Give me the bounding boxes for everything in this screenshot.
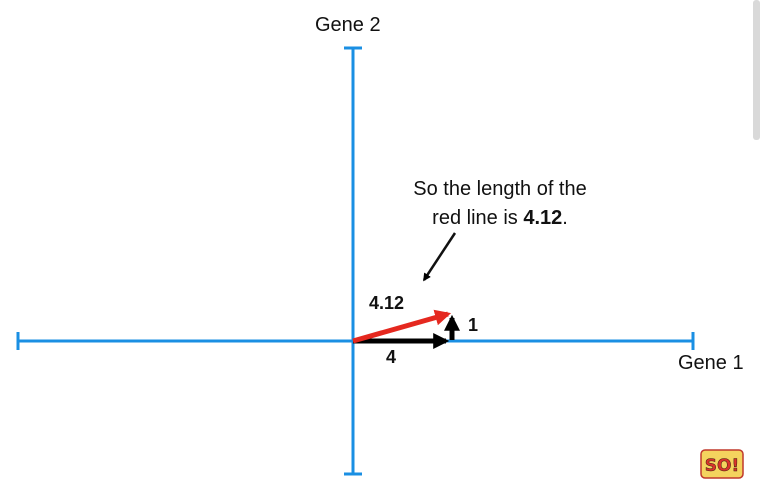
scrollbar-thumb[interactable] xyxy=(753,0,760,140)
hypotenuse-arrow xyxy=(352,309,452,344)
statquest-logo-icon: SO! xyxy=(700,449,744,479)
callout-line-1: So the length of the xyxy=(413,178,587,200)
x-axis-label: Gene 1 xyxy=(678,352,744,374)
vertical-component-label: 1 xyxy=(468,315,479,335)
callout-value: 4.12 xyxy=(523,207,563,229)
callout-text: So the length of the red line is 4.12. xyxy=(380,175,620,233)
callout-line-2-suffix: . xyxy=(562,207,568,229)
y-axis xyxy=(344,46,362,476)
logo-text: SO! xyxy=(705,456,739,476)
callout-pointer-arrow xyxy=(422,232,457,282)
y-axis-label: Gene 2 xyxy=(315,14,381,36)
callout-line-2-prefix: red line is xyxy=(432,207,524,229)
hypotenuse-label: 4.12 xyxy=(369,293,405,313)
horizontal-component-label: 4 xyxy=(386,347,397,367)
